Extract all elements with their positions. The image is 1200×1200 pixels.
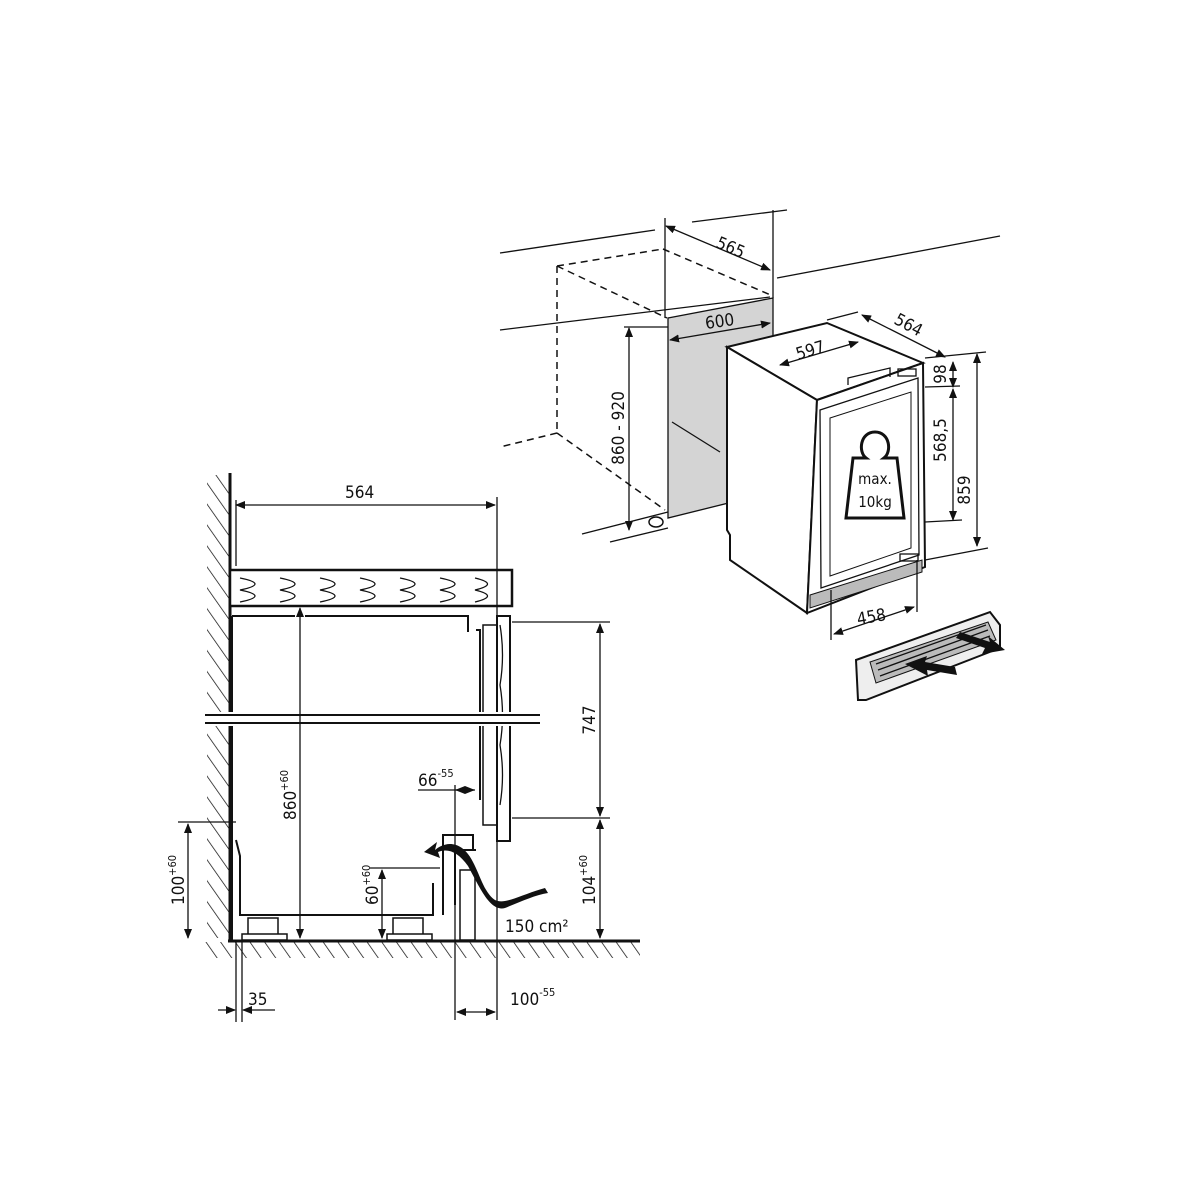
dim-vent-offset-base: 66 [418, 771, 437, 791]
dim-section-depth: 564 [345, 483, 374, 503]
dim-niche-width: 600 [704, 310, 736, 334]
dim-top-gap: 98 [931, 364, 951, 383]
countertop-lines [499, 209, 1001, 331]
dim-rear-gap: 35 [248, 990, 267, 1010]
appliance: max. 10kg [724, 321, 927, 615]
dim-plinth-height-tol: +60 [577, 855, 590, 876]
niche-outline [499, 248, 774, 511]
dim-section-height: 860+60 [278, 770, 301, 820]
dim-vent-offset: 66-55 [418, 767, 454, 791]
airflow-in-arrow [905, 656, 957, 676]
weight-limit-line2: 10kg [858, 493, 892, 511]
dim-wall-plinth-base: 100 [169, 876, 189, 905]
countertop [228, 568, 514, 608]
dim-appliance-depth: 564 [891, 310, 926, 341]
dim-door-height: 568,5 [931, 418, 951, 462]
dim-door-height: 747 [580, 705, 600, 734]
vent-area-label: 150 cm² [505, 917, 568, 937]
dim-wall-plinth-tol: +60 [166, 855, 179, 876]
dim-section-height-tol: +60 [278, 770, 291, 791]
dim-plinth-height: 104+60 [577, 855, 600, 905]
dim-niche-height: 860 - 920 [609, 391, 629, 465]
dim-vent-height-base: 60 [363, 886, 383, 905]
dim-plinth-height-base: 104 [580, 876, 600, 905]
dim-vent-height-tol: +60 [360, 865, 373, 886]
dim-section-height-base: 860 [281, 791, 301, 820]
vent-grille [854, 610, 1005, 701]
section-view: 564 860+60 747 104+60 100+60 66-55 60+60… [166, 473, 640, 1022]
weight-icon: max. 10kg [844, 430, 906, 520]
airflow-arrow [424, 842, 548, 909]
isometric-view: 565 600 860 - 920 max. 10kg 597 564 98 5… [499, 209, 1005, 701]
dim-wall-plinth: 100+60 [166, 855, 189, 905]
airflow-out-arrow [956, 632, 1005, 654]
dim-vent-height: 60+60 [360, 865, 383, 905]
dim-vent-offset-tol: -55 [437, 767, 453, 780]
dim-front-offset-tol: -55 [539, 986, 555, 999]
adjustable-foot [648, 516, 664, 528]
weight-limit-line1: max. [858, 470, 892, 488]
dim-front-offset-base: 100 [510, 990, 539, 1010]
dim-front-offset: 100-55 [510, 986, 555, 1010]
dim-appliance-height: 859 [955, 475, 975, 504]
dim-plinth-width: 458 [855, 605, 887, 630]
